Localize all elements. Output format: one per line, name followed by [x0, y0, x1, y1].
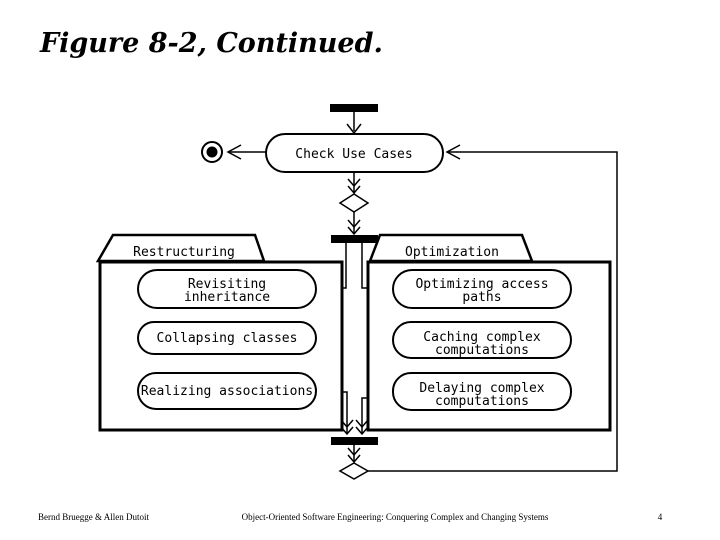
activity-label-line2: paths — [462, 290, 501, 305]
join-bar-icon — [331, 437, 378, 445]
activity-label: Realizing associations — [141, 384, 313, 399]
edge-feedback-loop — [368, 151, 618, 472]
activity-caching-complex-computations: Caching complex computations — [392, 321, 572, 359]
package-label: Optimization — [405, 245, 499, 260]
package-label: Restructuring — [133, 245, 235, 260]
slide-footer: Bernd Bruegge & Allen Dutoit Object-Orie… — [0, 509, 720, 525]
activity-check-use-cases: Check Use Cases — [265, 133, 444, 173]
arrowhead-down-icon — [347, 226, 361, 236]
activity-shape — [137, 372, 317, 410]
activity-shape — [392, 321, 572, 359]
decision-diamond-bottom-icon — [338, 462, 370, 480]
arrowhead-down-icon — [347, 219, 361, 229]
arrowhead-left-icon — [226, 144, 242, 160]
activity-label-line2: computations — [435, 394, 529, 409]
arrowhead-down-icon — [347, 178, 361, 188]
arrowhead-down-icon — [347, 454, 361, 464]
activity-label-line1: Revisiting — [188, 277, 266, 292]
activity-label-line1: Delaying complex — [419, 381, 544, 396]
activity-shape — [137, 269, 317, 309]
arrowhead-down-icon — [355, 419, 369, 429]
arrowhead-left-icon — [445, 144, 461, 160]
activity-label: Collapsing classes — [157, 331, 298, 346]
activity-label: Check Use Cases — [295, 147, 412, 162]
final-node-icon — [201, 141, 223, 163]
activity-revisiting-inheritance: Revisiting inheritance — [137, 269, 317, 309]
activity-shape — [392, 269, 572, 309]
activity-collapsing-classes: Collapsing classes — [137, 321, 317, 355]
activity-label-line1: Caching complex — [423, 330, 541, 345]
final-node-core — [206, 146, 218, 158]
activity-delaying-complex-computations: Delaying complex computations — [392, 372, 572, 411]
activity-optimizing-access-paths: Optimizing access paths — [392, 269, 572, 309]
decision-diamond-top-icon — [338, 193, 370, 213]
arrowhead-down-icon — [347, 447, 361, 457]
activity-label-line2: computations — [435, 343, 529, 358]
footer-book-title: Object-Oriented Software Engineering: Co… — [241, 512, 549, 522]
start-bar-icon — [330, 104, 378, 112]
footer-page-number: 4 — [657, 512, 663, 522]
fork-bar-icon — [331, 235, 378, 243]
activity-shape — [392, 372, 572, 411]
footer-authors: Bernd Bruegge & Allen Dutoit — [38, 512, 149, 522]
activity-label-line2: inheritance — [184, 290, 270, 305]
activity-shape — [137, 321, 317, 355]
activity-label-line1: Optimizing access — [415, 277, 548, 292]
slide-title: Figure 8-2, Continued. — [40, 28, 383, 59]
activity-realizing-associations: Realizing associations — [137, 372, 317, 410]
activity-shape — [265, 133, 444, 173]
arrowhead-down-icon — [355, 426, 369, 436]
arrowhead-down-icon — [347, 185, 361, 195]
